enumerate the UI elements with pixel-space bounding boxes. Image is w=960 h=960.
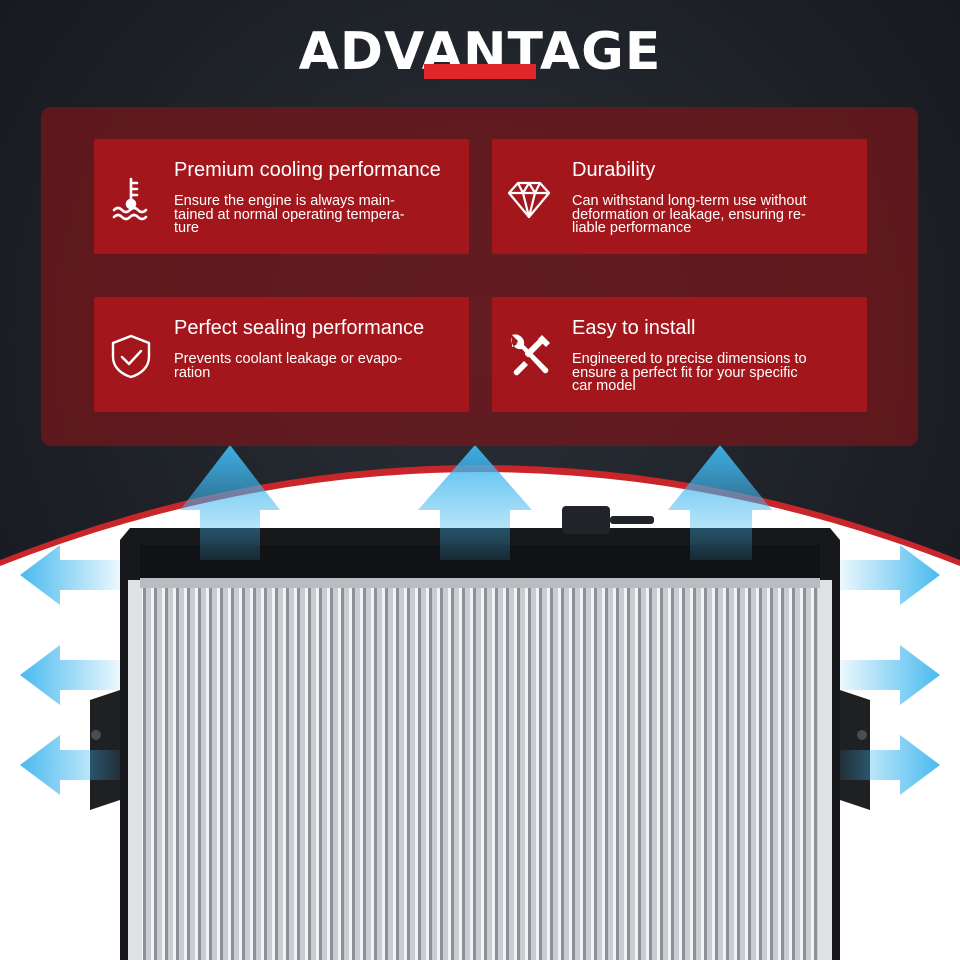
feature-card-install: Easy to install Engineered to precise di… <box>492 297 867 412</box>
feature-description: Prevents coolant leakage or evapo- ratio… <box>174 351 403 381</box>
feature-title: Easy to install <box>572 317 696 339</box>
feature-description: Ensure the engine is always main- tained… <box>174 193 405 236</box>
feature-title: Durability <box>572 159 656 181</box>
coolant-temperature-icon <box>112 177 148 221</box>
feature-card-cooling: Premium cooling performance Ensure the e… <box>94 139 469 254</box>
airflow-side-arrows <box>20 545 940 795</box>
airflow-up-arrows <box>180 445 772 560</box>
feature-card-durability: Durability Can withstand long-term use w… <box>492 139 867 254</box>
title-accent-bar <box>424 64 536 79</box>
feature-description: Can withstand long-term use without defo… <box>572 193 807 236</box>
diamond-icon <box>507 181 551 219</box>
shield-check-icon <box>111 334 151 379</box>
feature-card-sealing: Perfect sealing performance Prevents coo… <box>94 297 469 412</box>
feature-title: Perfect sealing performance <box>174 317 425 339</box>
feature-title: Premium cooling performance <box>174 159 441 181</box>
radiator <box>90 506 870 960</box>
feature-description: Engineered to precise dimensions to ensu… <box>572 351 807 394</box>
wrench-screwdriver-icon <box>511 334 550 376</box>
